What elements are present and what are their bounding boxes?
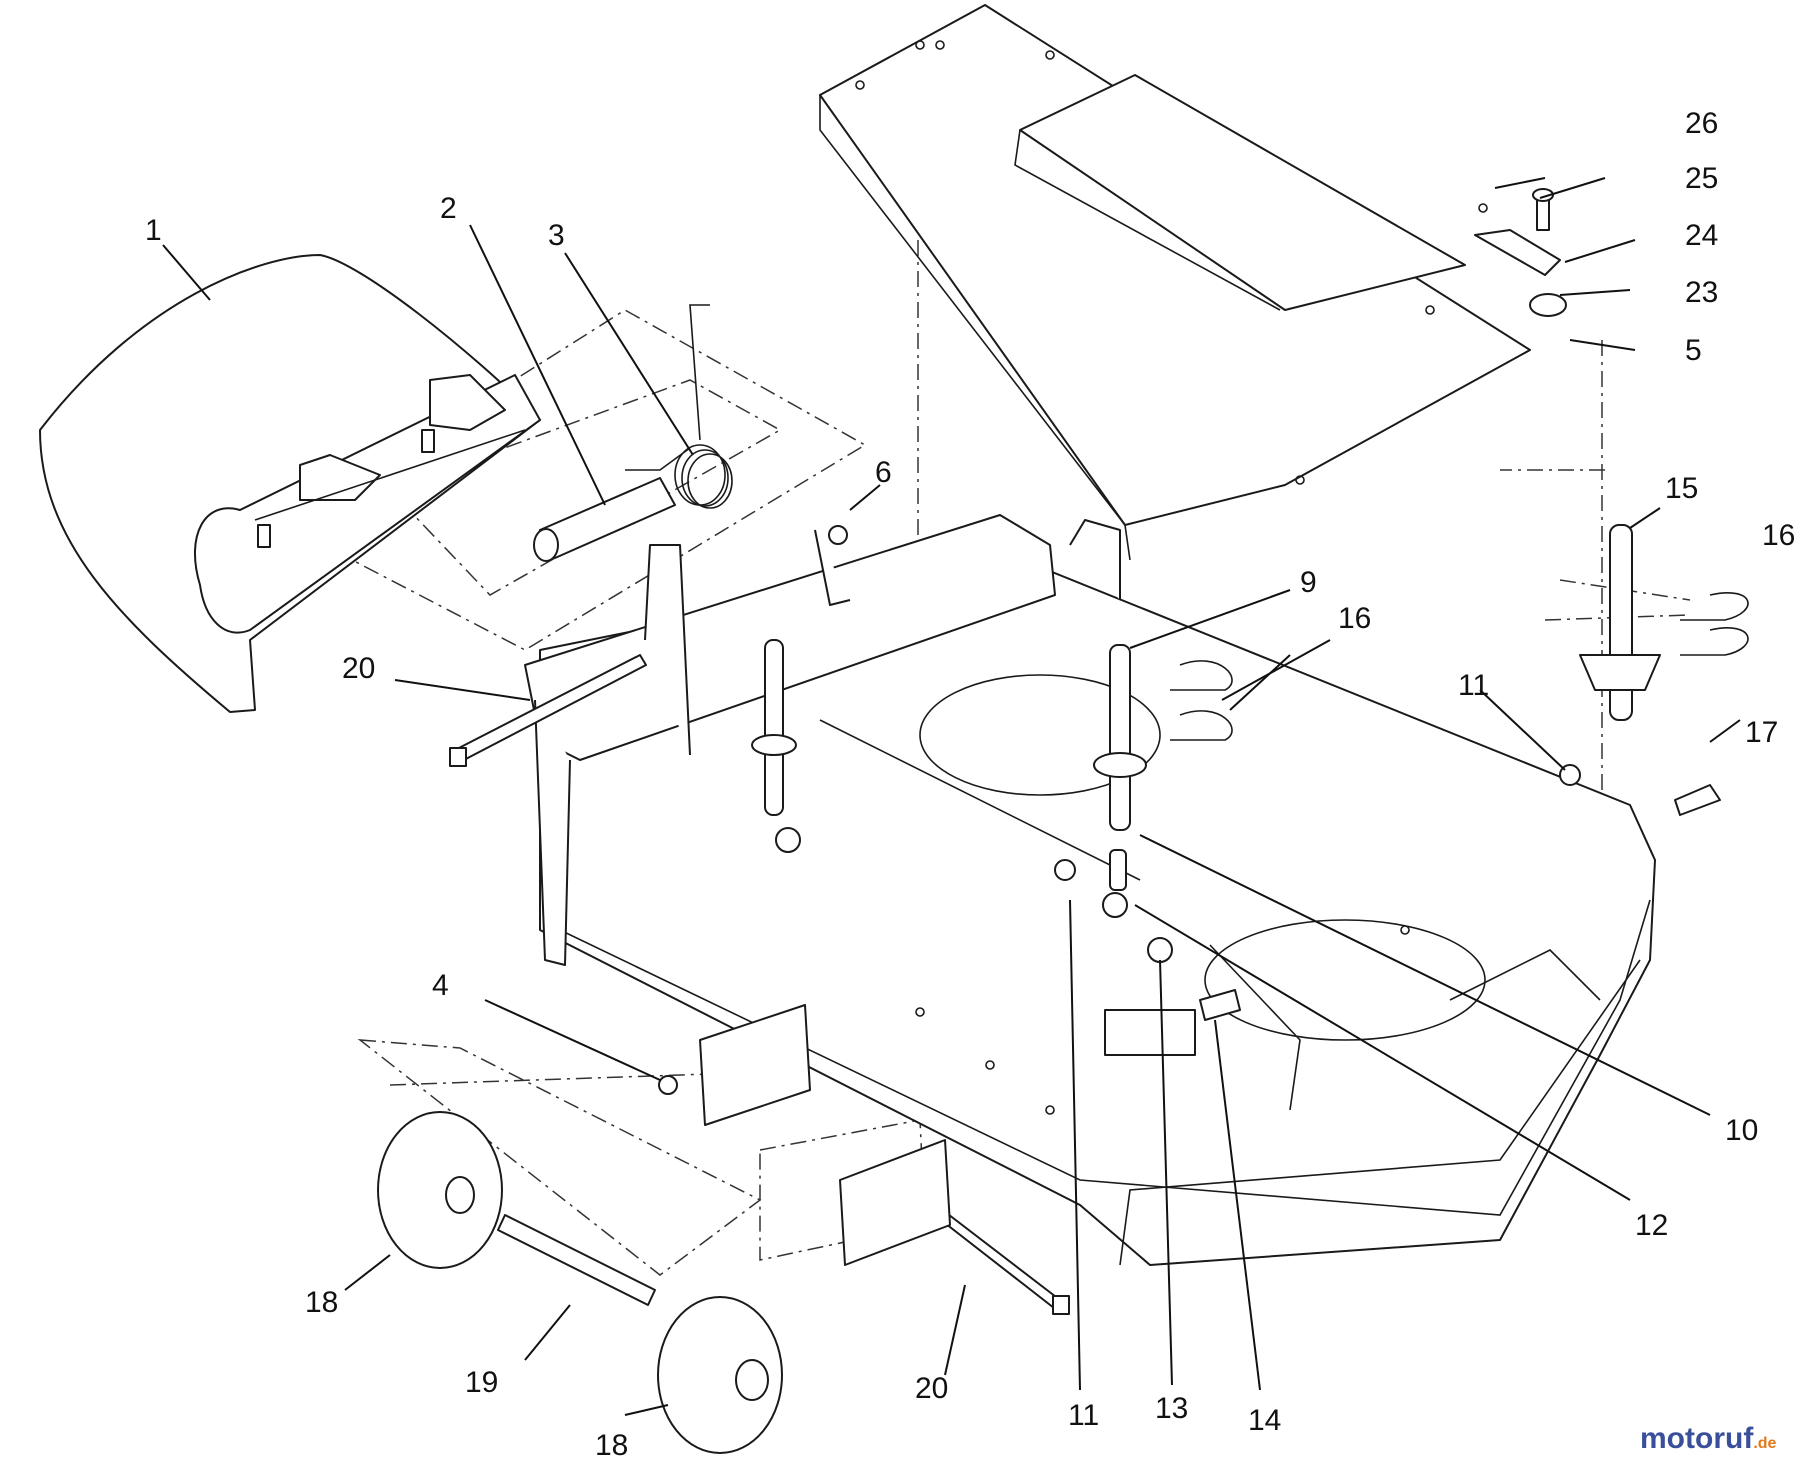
- cover-hardware: [1474, 188, 1567, 317]
- callout-1: 1: [145, 214, 162, 247]
- watermark-suffix: .de: [1753, 1435, 1776, 1452]
- callout-20-bottom: 20: [915, 1372, 948, 1405]
- torsion-spring: [625, 304, 733, 509]
- callout-24: 24: [1685, 219, 1718, 252]
- callout-20: 20: [342, 652, 375, 685]
- callout-26: 26: [1685, 107, 1718, 140]
- callout-18-bottom: 18: [595, 1429, 628, 1462]
- watermark-main: motoruf: [1640, 1422, 1754, 1455]
- mower-deck: [539, 554, 1656, 1266]
- callout-25: 25: [1685, 162, 1718, 195]
- callout-18: 18: [305, 1286, 338, 1319]
- callout-11: 11: [1458, 669, 1489, 702]
- svg-text:motoruf.de: motoruf.de: [1640, 1422, 1777, 1455]
- gauge-wheels: [377, 1111, 783, 1454]
- callout-15: 15: [1665, 472, 1698, 505]
- callout-3: 3: [548, 219, 565, 252]
- callout-16: 16: [1338, 602, 1371, 635]
- callout-16-right: 16: [1762, 519, 1795, 552]
- callout-9: 9: [1300, 566, 1317, 599]
- deflector-shield: [39, 254, 541, 713]
- leader-lines: [162, 177, 1741, 1416]
- wheel-brackets: [658, 1004, 951, 1266]
- callout-10: 10: [1725, 1114, 1758, 1147]
- deck-rail: [524, 514, 1121, 966]
- callout-23: 23: [1685, 276, 1718, 309]
- callout-13: 13: [1155, 1392, 1188, 1425]
- callout-12: 12: [1635, 1209, 1668, 1242]
- callout-14: 14: [1248, 1404, 1281, 1437]
- linkage-hardware: [828, 525, 1721, 1021]
- callout-11-bottom: 11: [1068, 1399, 1099, 1432]
- callout-labels: 1 2 3 26 25 24 23 5 6 9 16 15 16 20 11 1…: [145, 107, 1795, 1462]
- callout-4: 4: [432, 969, 449, 1002]
- callout-6: 6: [875, 456, 892, 489]
- shield-rod: [533, 477, 676, 562]
- hair-pins: [1170, 592, 1749, 741]
- chute-cover: [819, 4, 1531, 561]
- height-pins: [751, 524, 1661, 853]
- callout-2: 2: [440, 192, 457, 225]
- callout-19: 19: [465, 1366, 498, 1399]
- callout-17: 17: [1745, 716, 1778, 749]
- callout-5: 5: [1685, 334, 1702, 367]
- watermark: motoruf.de: [1640, 1422, 1777, 1455]
